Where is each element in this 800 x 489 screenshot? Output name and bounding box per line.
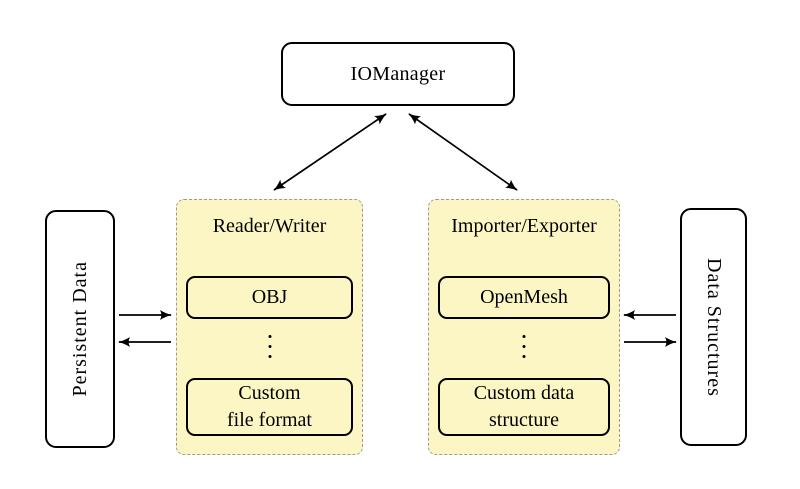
- node-custom-file-format-line2: file format: [227, 409, 312, 431]
- node-openmesh-label: OpenMesh: [480, 286, 568, 308]
- group-importer-exporter-title: Importer/Exporter: [451, 215, 597, 237]
- edge-iomanager-importerexporter: [408, 113, 518, 191]
- group-reader-writer: Reader/Writer OBJ Custom file format: [176, 199, 363, 455]
- vertical-dots-icon: [268, 335, 271, 358]
- node-custom-data-structure-line2: structure: [489, 409, 559, 431]
- node-obj-label: OBJ: [251, 286, 288, 308]
- node-custom-data-structure: Custom data structure: [438, 378, 610, 436]
- node-persistent-data-label: Persistent Data: [68, 261, 91, 397]
- node-custom-file-format: Custom file format: [186, 378, 353, 436]
- node-custom-file-format-line1: Custom: [238, 382, 301, 404]
- group-reader-writer-title: Reader/Writer: [212, 215, 327, 237]
- edge-iomanager-readerwriter: [273, 113, 387, 191]
- node-openmesh: OpenMesh: [438, 276, 610, 319]
- node-data-structures: Data Structures: [680, 208, 747, 446]
- node-iomanager: IOManager: [281, 42, 515, 106]
- node-obj: OBJ: [186, 276, 353, 319]
- node-custom-data-structure-line1: Custom data: [473, 382, 575, 404]
- node-persistent-data: Persistent Data: [45, 210, 115, 448]
- vertical-dots-icon: [522, 335, 526, 358]
- node-data-structures-label: Data Structures: [703, 257, 725, 397]
- node-iomanager-label: IOManager: [350, 62, 446, 85]
- group-importer-exporter: Importer/Exporter OpenMesh Custom data s…: [428, 199, 620, 455]
